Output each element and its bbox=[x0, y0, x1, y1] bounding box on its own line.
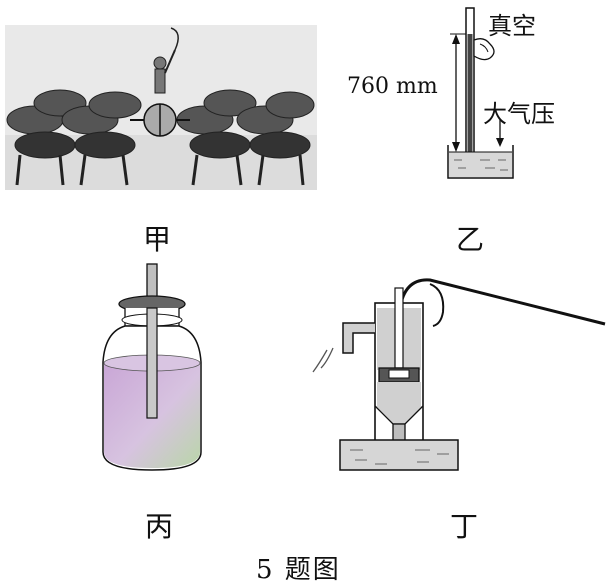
man-figure bbox=[153, 27, 179, 94]
straw bbox=[146, 307, 158, 419]
label-ding: 丁 bbox=[450, 510, 479, 543]
panel-yi-torricelli bbox=[340, 0, 607, 195]
label-jia: 甲 bbox=[143, 223, 172, 256]
well-water bbox=[339, 439, 459, 471]
annotation-height: 760 mm bbox=[347, 74, 438, 99]
label-bing: 丙 bbox=[145, 510, 174, 543]
label-yi: 乙 bbox=[456, 223, 485, 256]
annotation-pressure: 大气压 bbox=[483, 100, 555, 128]
bottle-with-straw bbox=[102, 263, 202, 471]
annotation-vacuum: 真空 bbox=[488, 12, 536, 40]
spout bbox=[342, 322, 375, 354]
horses-hemispheres-picture bbox=[5, 25, 317, 190]
panel-ding-pump bbox=[305, 268, 607, 493]
panel-jia-illustration bbox=[5, 25, 317, 190]
figure-caption: 5 题图 bbox=[256, 555, 341, 585]
hand bbox=[473, 38, 495, 61]
pump-handle bbox=[398, 278, 606, 326]
panel-bing-bottle bbox=[95, 262, 225, 487]
mercury-dish bbox=[447, 145, 514, 179]
torricelli-apparatus bbox=[447, 7, 514, 179]
piston-pump bbox=[312, 278, 606, 471]
